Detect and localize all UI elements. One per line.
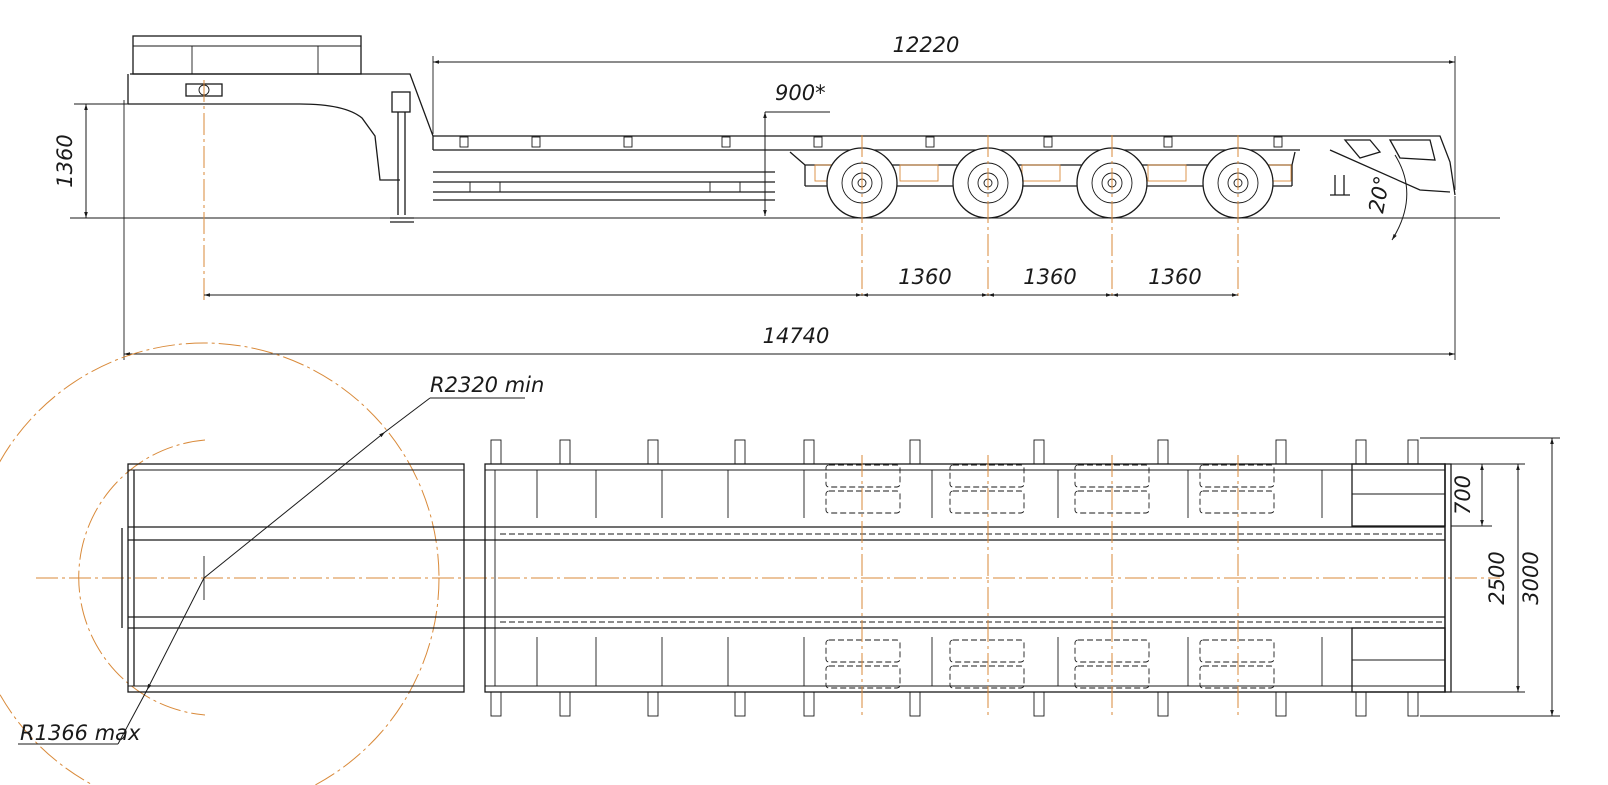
dim-gooseneck-drop: 900* xyxy=(775,81,826,105)
dim-axle-spacing-2: 1360 xyxy=(1023,265,1076,289)
dim-deck-height: 1360 xyxy=(53,134,77,187)
deck-plan xyxy=(484,439,1452,717)
dim-overall-width: 3000 xyxy=(1519,551,1543,604)
gooseneck xyxy=(127,35,434,223)
dim-deck-length: 12220 xyxy=(893,33,960,57)
dim-axle-width: 2500 xyxy=(1485,551,1509,604)
dim-axle-spacing-3: 1360 xyxy=(1148,265,1201,289)
dim-radius-max: R1366 max xyxy=(20,721,141,745)
deck xyxy=(433,135,1330,201)
gooseneck-plan xyxy=(121,463,500,693)
dim-overall-length: 14740 xyxy=(763,324,830,348)
wheels xyxy=(826,147,1274,219)
dim-axle-spacing-1: 1360 xyxy=(898,265,951,289)
top-view: R2320 min R1366 max 700 2500 3000 xyxy=(0,342,1560,785)
dim-ramp-angle: 20° xyxy=(1364,174,1394,215)
turn-radius-min-circle xyxy=(0,342,440,785)
rear-ramp xyxy=(1329,135,1456,196)
side-view: 12220 900* 1360 1360 1360 1360 20° 14740 xyxy=(53,33,1500,360)
dim-radius-min: R2320 min xyxy=(430,373,544,397)
dim-ramp-width: 700 xyxy=(1451,475,1475,515)
